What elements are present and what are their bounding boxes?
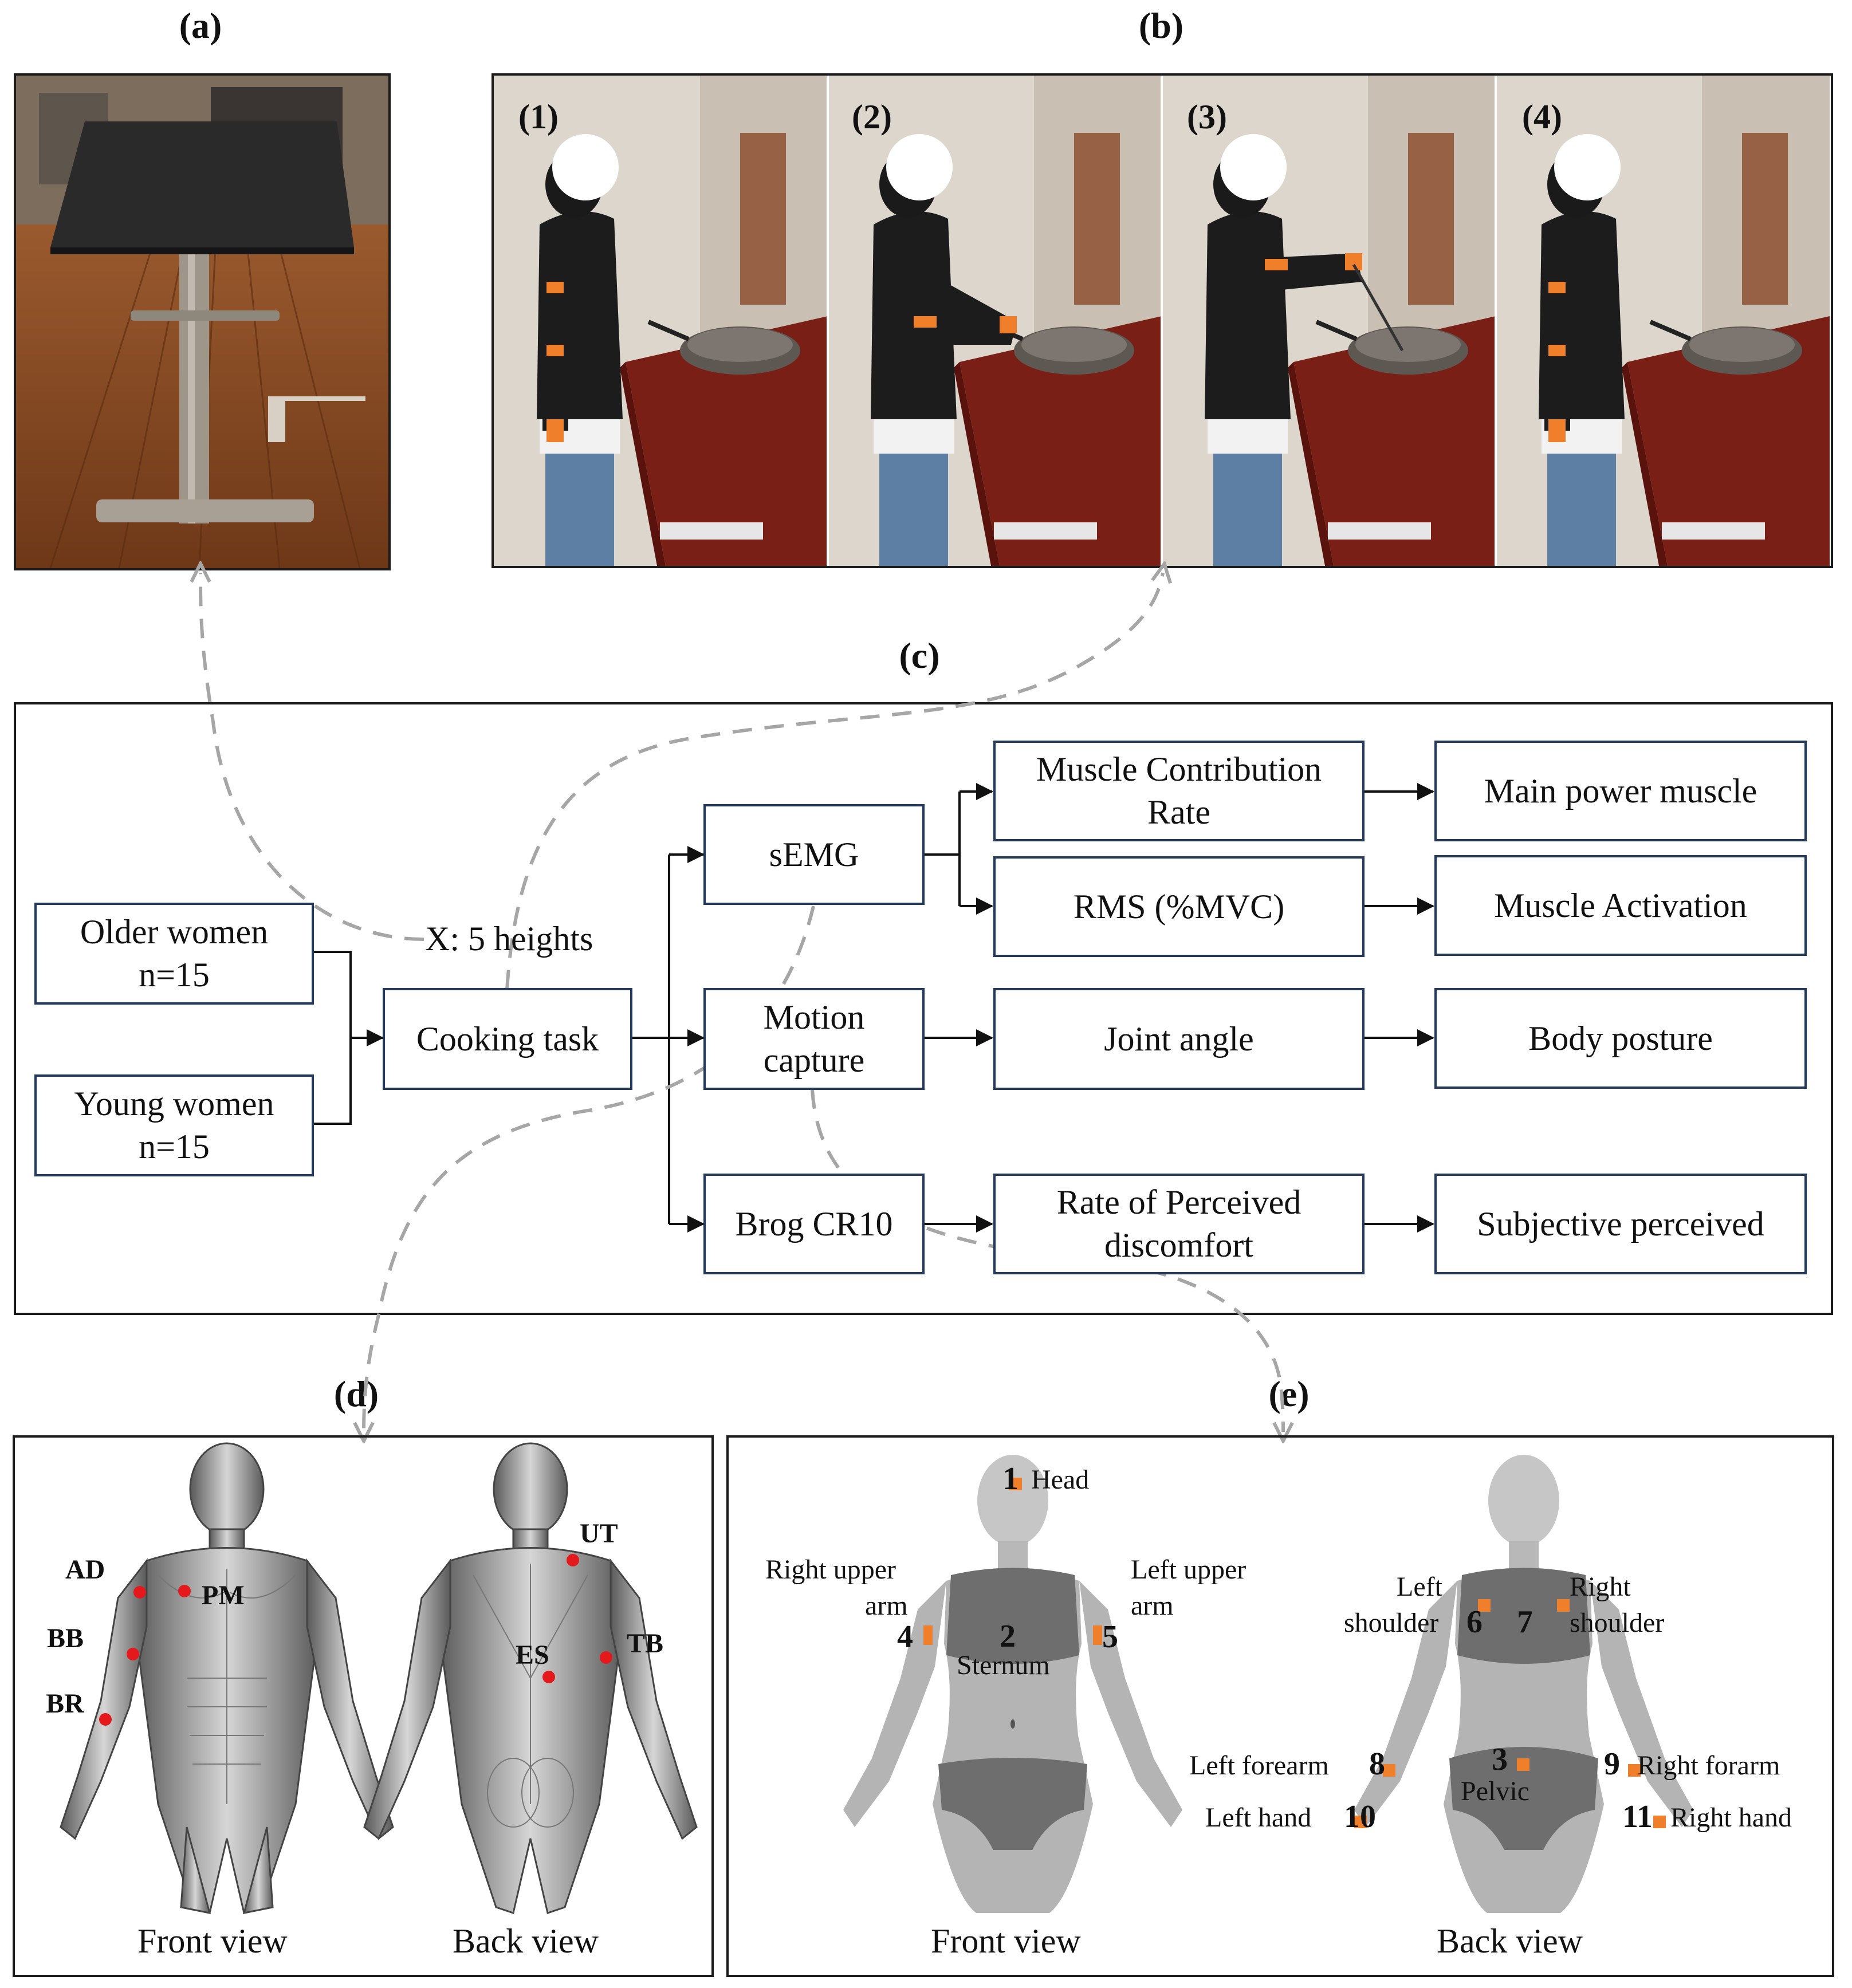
- marker-num-right-shoulder: 7: [1517, 1604, 1533, 1640]
- emg-electrode-dots: [99, 1554, 612, 1726]
- marker-label-left-shoulder-1: Left: [1397, 1572, 1442, 1602]
- photo-pane-3: [1161, 76, 1496, 566]
- label-tb: TB: [627, 1628, 664, 1659]
- marker-label-left-forearm: Left forearm: [1189, 1750, 1329, 1781]
- label-ad: AD: [65, 1554, 105, 1585]
- muscle-activation-box: Muscle Activation: [1434, 855, 1807, 956]
- table-illustration: [16, 76, 388, 568]
- motion-capture-box: Motion capture: [703, 988, 925, 1090]
- marker-label-left-upper-arm-1: Left upper: [1131, 1554, 1247, 1585]
- anatomy-illustration: [60, 1442, 698, 1914]
- main-power-muscle-box: Main power muscle: [1434, 741, 1807, 841]
- panel-label-e: (e): [1268, 1373, 1310, 1414]
- label-ut: UT: [580, 1518, 618, 1549]
- marker-label-head: Head: [1031, 1465, 1090, 1495]
- photo-step-label-3: (3): [1187, 98, 1227, 136]
- perceived-discomfort-box: Rate of Perceived discomfort: [993, 1174, 1365, 1274]
- marker-label-right-forearm: Right forarm: [1637, 1750, 1780, 1781]
- adjustable-table-photo: [14, 73, 391, 570]
- panel-label-a: (a): [179, 5, 222, 46]
- marker-label-right-upper-arm-2: arm: [865, 1591, 908, 1621]
- label-back-view-e: Back view: [1437, 1922, 1583, 1960]
- young-women-box: Young women n=15: [34, 1074, 314, 1176]
- flowchart-panel: [14, 702, 1833, 1315]
- cooking-photos-strip: [491, 73, 1833, 568]
- photo-pane-4: [1495, 76, 1830, 566]
- label-br: BR: [46, 1688, 84, 1719]
- marker-label-left-upper-arm-2: arm: [1131, 1591, 1174, 1621]
- cooking-task-box: Cooking task: [383, 988, 632, 1090]
- body-silhouette-illustration: [843, 1455, 1693, 1913]
- label-es: ES: [516, 1640, 549, 1670]
- marker-num-right-hand: 11: [1622, 1799, 1653, 1835]
- back-body-silhouette: [1354, 1455, 1693, 1913]
- flow-connectors: [312, 783, 1434, 1233]
- photo-step-label-2: (2): [852, 98, 892, 136]
- photo-step-label-4: (4): [1522, 98, 1562, 136]
- panel-label-d: (d): [333, 1373, 379, 1414]
- marker-label-sternum: Sternum: [957, 1650, 1050, 1680]
- photo-step-label-1: (1): [518, 98, 559, 136]
- label-front-view-e: Front view: [931, 1922, 1081, 1960]
- marker-num-left-hand: 10: [1344, 1799, 1376, 1835]
- label-front-view-d: Front view: [137, 1922, 288, 1960]
- brog-cr10-box: Brog CR10: [703, 1174, 925, 1274]
- label-back-view-d: Back view: [453, 1922, 599, 1960]
- front-body-silhouette: [843, 1455, 1182, 1913]
- semg-box: sEMG: [703, 804, 925, 905]
- marker-num-left-shoulder: 6: [1466, 1604, 1483, 1640]
- marker-label-right-upper-arm-1: Right upper: [765, 1554, 896, 1585]
- marker-label-pelvic: Pelvic: [1461, 1776, 1529, 1806]
- marker-label-right-shoulder-2: shoulder: [1570, 1608, 1665, 1638]
- older-women-box: Older women n=15: [34, 903, 314, 1005]
- marker-placement-panel: [726, 1435, 1834, 1977]
- marker-num-sternum: 2: [1000, 1619, 1016, 1654]
- variable-label: X: 5 heights: [425, 920, 593, 958]
- muscle-contribution-box: Muscle Contribution Rate: [993, 741, 1365, 841]
- marker-num-right-upper-arm: 4: [897, 1619, 913, 1655]
- marker-label-right-shoulder-1: Right: [1570, 1572, 1631, 1602]
- marker-num-head: 1: [1002, 1461, 1019, 1497]
- label-bb: BB: [47, 1623, 84, 1654]
- joint-angle-box: Joint angle: [993, 988, 1365, 1090]
- marker-label-left-hand: Left hand: [1205, 1802, 1312, 1833]
- marker-label-right-hand: Right hand: [1670, 1802, 1792, 1833]
- front-anatomy-figure: [60, 1442, 394, 1914]
- marker-num-left-upper-arm: 5: [1102, 1619, 1118, 1655]
- body-posture-box: Body posture: [1434, 988, 1807, 1089]
- rms-box: RMS (%MVC): [993, 856, 1365, 957]
- semg-placement-panel: [13, 1435, 714, 1977]
- photo-pane-2: [827, 76, 1162, 566]
- cooking-photos-illustration: [494, 76, 1830, 566]
- panel-label-b: (b): [1138, 5, 1184, 46]
- subjective-perceived-box: Subjective perceived: [1434, 1174, 1807, 1274]
- marker-num-right-forearm: 9: [1604, 1746, 1620, 1782]
- photo-pane-1: [494, 76, 828, 566]
- marker-num-left-forearm: 8: [1369, 1746, 1385, 1782]
- marker-num-pelvic: 3: [1492, 1742, 1508, 1777]
- marker-label-left-shoulder-2: shoulder: [1344, 1608, 1439, 1638]
- label-pm: PM: [202, 1580, 245, 1611]
- panel-label-c: (c): [899, 635, 940, 676]
